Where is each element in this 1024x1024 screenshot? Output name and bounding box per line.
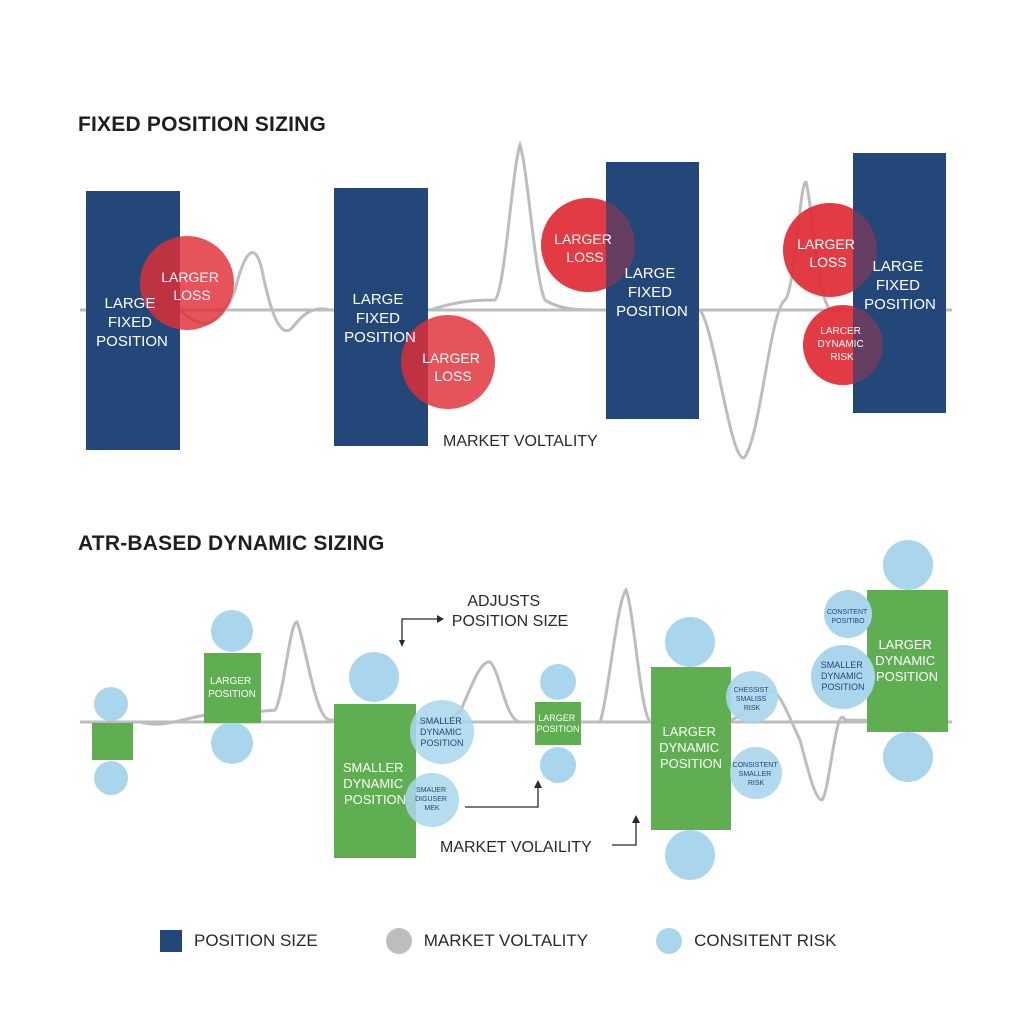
legend: POSITION SIZE MARKET VOLTALITY CONSITENT… — [160, 928, 904, 954]
volatility-arrow-2-head — [632, 815, 640, 823]
risk-circle-e1 — [665, 617, 715, 667]
risk-circle-b1 — [211, 610, 253, 652]
risk-circle-f1 — [883, 540, 933, 590]
fixed-volatility-label: MARKET VOLTALITY — [443, 433, 598, 450]
dynamic-bar-3-label: SMALLER DYNAMIC POSITION — [343, 760, 407, 807]
volatility-arrow-1 — [465, 785, 539, 808]
risk-circle-e3-label: CHESSIST SMALISS RISK — [734, 687, 771, 712]
risk-circle-c2-label: SMALLER DYNAMIC POSITION — [420, 716, 465, 748]
dynamic-bar-4-label: LARGER POSITION — [536, 713, 579, 734]
volatility-arrow-1-head — [534, 780, 542, 788]
risk-circle-c3-label: SMAUER DIGUSER MEK — [415, 787, 449, 812]
dynamic-bar-1 — [92, 723, 133, 760]
risk-circle-c1 — [349, 652, 399, 702]
risk-label-4: LARCER DYNAMIC RISK — [818, 326, 867, 363]
dynamic-bar-6-label: LARGER DYNAMIC POSITION — [875, 637, 939, 684]
dynamic-bar-5 — [651, 667, 731, 830]
loss-label-2: LARGER LOSS — [422, 350, 483, 384]
risk-circle-e2 — [665, 830, 715, 880]
loss-label-4: LARGER LOSS — [797, 236, 858, 270]
dynamic-bar-6 — [867, 590, 948, 732]
larger-risk-overlay-4 — [803, 305, 883, 385]
bar-3-label: LARGE FIXED POSITION — [616, 265, 688, 320]
dynamic-bar-2 — [204, 653, 261, 723]
risk-circle-a2 — [94, 761, 128, 795]
fixed-position-bar-2 — [334, 188, 428, 446]
risk-circle-d1 — [540, 664, 576, 700]
adjusts-arrow — [401, 618, 440, 645]
risk-circle-d2 — [540, 747, 576, 783]
risk-circle-c2 — [410, 700, 474, 764]
dynamic-bar-4 — [535, 702, 581, 745]
risk-circle-a1 — [94, 687, 128, 721]
risk-circle-f4-label: SMALLER DYNAMIC POSITION — [821, 660, 866, 692]
bar-2-label: LARGE FIXED POSITION — [344, 291, 416, 346]
larger-loss-overlay-4 — [783, 203, 877, 297]
bar-1-label: LARGE FIXED POSITION — [96, 295, 168, 350]
risk-circle-e4-label: CONSISTENT SMALLER RISK — [733, 762, 780, 787]
legend-position-size-label: POSITION SIZE — [194, 931, 318, 950]
larger-loss-circle-2 — [401, 315, 495, 409]
fixed-section-title: FIXED POSITION SIZING — [78, 113, 327, 136]
legend-consistent-risk-label: CONSITENT RISK — [694, 931, 837, 950]
dynamic-bar-2-label: LARGER POSITION — [208, 676, 256, 700]
risk-circle-f3-label: CONSITENT POSITIBO — [827, 609, 869, 625]
dynamic-bar-5-label: LARGER DYNAMIC POSITION — [659, 724, 723, 771]
blue-circle-icon — [656, 928, 683, 954]
loss-label-3: LARGER LOSS — [554, 231, 615, 265]
bar-4-label: LARGE FIXED POSITION — [864, 258, 936, 313]
risk-circle-e3 — [726, 671, 778, 723]
legend-consistent-risk: CONSITENT RISK — [656, 928, 836, 954]
fixed-position-bar-3 — [606, 162, 699, 419]
atr-section-title: ATR-BASED DYNAMIC SIZING — [78, 532, 385, 555]
risk-circle-f4 — [811, 645, 875, 709]
adjusts-arrow-head — [437, 615, 444, 623]
risk-circle-f3 — [824, 590, 872, 638]
loss-label-1: LARGER LOSS — [161, 269, 222, 303]
dynamic-bar-3 — [334, 704, 416, 858]
risk-circle-c3 — [405, 773, 459, 827]
risk-circle-e4 — [730, 747, 782, 799]
navy-square-icon — [160, 930, 182, 952]
larger-loss-overlay-3 — [541, 198, 635, 292]
atr-volatility-wave — [80, 587, 953, 802]
volatility-arrow-2 — [612, 820, 637, 846]
legend-market-volatility: MARKET VOLTALITY — [385, 928, 589, 954]
fixed-position-bar-4 — [853, 153, 946, 413]
risk-circle-b2 — [211, 722, 253, 764]
larger-loss-circle-1 — [140, 236, 234, 330]
legend-market-volatility-label: MARKET VOLTALITY — [423, 931, 589, 950]
adjusts-label: ADJUSTS POSITION SIZE — [452, 593, 568, 630]
grey-circle-icon — [385, 928, 412, 954]
atr-volatility-label: MARKET VOLAILITY — [440, 839, 592, 856]
risk-circle-f2 — [883, 732, 933, 782]
adjusts-arrow-tail — [399, 640, 405, 647]
legend-position-size: POSITION SIZE — [160, 930, 318, 952]
fixed-volatility-wave — [80, 140, 952, 460]
